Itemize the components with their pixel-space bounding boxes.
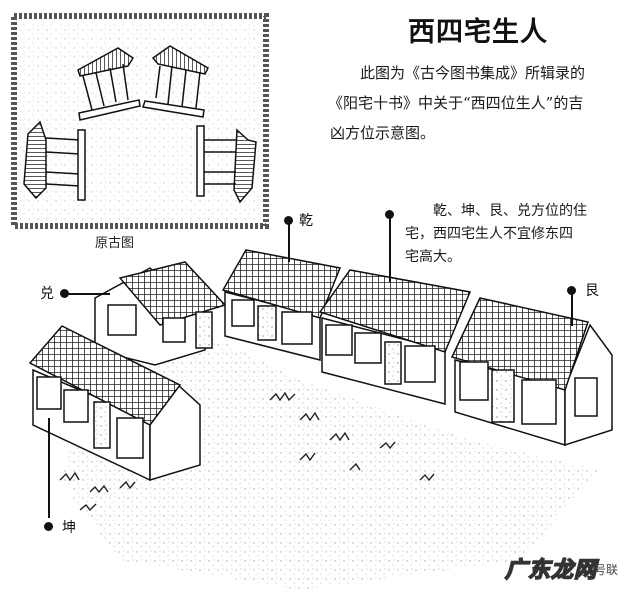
qian-marker-dot bbox=[284, 216, 293, 225]
label-dui: 兑 bbox=[40, 286, 54, 302]
grass-tufts bbox=[59, 391, 435, 512]
label-kun: 坤 bbox=[62, 520, 76, 536]
intro-line-3: 凶方位示意图。 bbox=[330, 124, 436, 142]
note-line-3: 宅高大。 bbox=[405, 249, 461, 265]
gen-marker-dot bbox=[567, 286, 576, 295]
gen-leader-line bbox=[571, 292, 573, 326]
dui-leader-line bbox=[66, 293, 110, 295]
qian-leader-line bbox=[288, 222, 290, 262]
intro-line-2: 《阳宅十书》中关于“西四位生人”的吉 bbox=[328, 94, 584, 112]
intro-line-1: 此图为《古今图书集成》所辑录的 bbox=[330, 64, 586, 82]
kun-leader-line bbox=[48, 418, 50, 518]
note-line-2: 宅，西四宅生人不宜修东四 bbox=[405, 226, 573, 242]
note-paragraph: 乾、坤、艮、兑方位的住 宅，西四宅生人不宜修东四 宅高大。 bbox=[405, 200, 635, 269]
inset-ancient-diagram bbox=[11, 13, 269, 229]
note-line-1: 乾、坤、艮、兑方位的住 bbox=[405, 203, 587, 219]
intro-paragraph: 此图为《古今图书集成》所辑录的 《阳宅十书》中关于“西四位生人”的吉 凶方位示意… bbox=[328, 58, 630, 148]
courtyard-ground bbox=[60, 330, 600, 590]
house-gen bbox=[450, 297, 613, 447]
inset-caption: 原古图 bbox=[95, 236, 135, 251]
middle-marker-dot bbox=[385, 210, 394, 219]
label-gen: 艮 bbox=[585, 283, 599, 299]
label-qian: 乾 bbox=[299, 213, 313, 229]
house-kun bbox=[28, 325, 201, 482]
dui-marker-dot bbox=[60, 289, 69, 298]
middle-leader-line bbox=[389, 216, 391, 282]
page-title: 西四宅生人 bbox=[408, 17, 548, 48]
kun-marker-dot bbox=[44, 522, 53, 531]
house-middle bbox=[318, 269, 472, 405]
watermark-logo: 广东龙网 bbox=[504, 557, 598, 584]
house-dui bbox=[94, 261, 227, 366]
watermark-suffix: 号联 bbox=[594, 563, 619, 577]
house-qian bbox=[221, 249, 342, 361]
